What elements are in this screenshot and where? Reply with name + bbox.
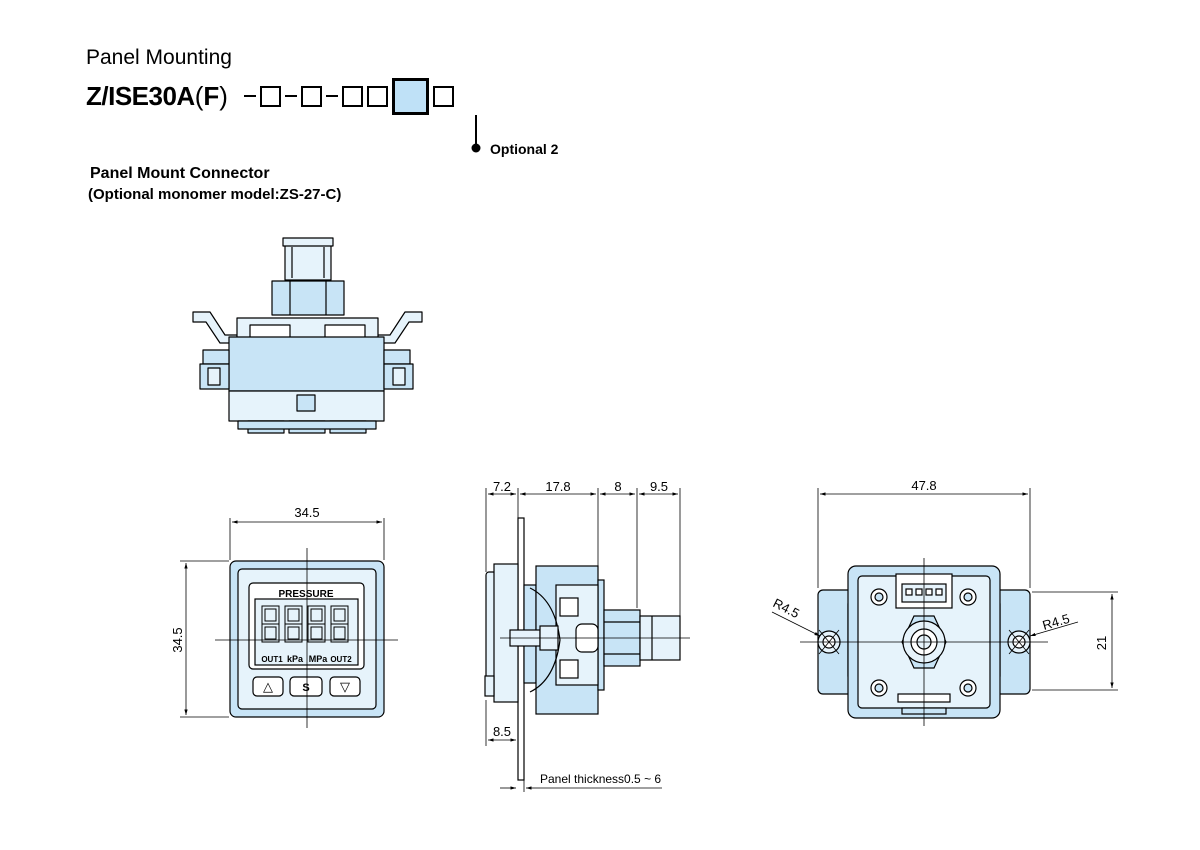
rear-centerlines bbox=[800, 558, 1048, 726]
optional-label: Optional 2 bbox=[490, 141, 559, 157]
set-button-label: S bbox=[302, 682, 309, 694]
model-option-box-6 bbox=[432, 85, 454, 107]
rear-dimension-lines bbox=[771, 488, 1118, 691]
side-dimension-lines bbox=[485, 488, 681, 792]
optional-callout bbox=[471, 115, 481, 153]
model-prefix: Z/ISE30A bbox=[86, 80, 195, 111]
up-button-icon: △ bbox=[263, 680, 273, 695]
panel-thickness-label: Panel thickness0.5 ~ 6 bbox=[540, 772, 661, 786]
front-centerlines bbox=[215, 548, 398, 728]
model-separator bbox=[325, 95, 338, 97]
side-dim-8-5: 8.5 bbox=[493, 724, 511, 739]
side-dim-7-2: 7.2 bbox=[493, 479, 511, 494]
side-dim-17-8: 17.8 bbox=[545, 479, 570, 494]
indicator-kpa: kPa bbox=[287, 654, 304, 664]
model-letter: F bbox=[203, 80, 220, 111]
top-view-drawing bbox=[192, 237, 423, 434]
model-separator bbox=[243, 95, 256, 97]
side-dim-9-5: 9.5 bbox=[650, 479, 668, 494]
indicator-out2: OUT2 bbox=[330, 655, 352, 664]
rear-radius-left: R4.5 bbox=[771, 595, 802, 621]
model-option-box-1 bbox=[259, 85, 281, 107]
model-option-box-2 bbox=[300, 85, 322, 107]
side-dim-8: 8 bbox=[614, 479, 621, 494]
rear-width-dim: 47.8 bbox=[911, 478, 936, 493]
model-option-box-4 bbox=[366, 85, 388, 107]
indicator-mpa: MPa bbox=[309, 654, 329, 664]
mount-type-title: Panel Mounting bbox=[86, 46, 232, 69]
rear-radius-right: R4.5 bbox=[1041, 611, 1072, 633]
model-option-box-3 bbox=[341, 85, 363, 107]
down-button-icon: ▽ bbox=[340, 680, 350, 695]
front-dimension-lines bbox=[180, 518, 385, 718]
indicator-out1: OUT1 bbox=[261, 655, 283, 664]
seven-segment-digits bbox=[261, 605, 349, 643]
rear-height-dim: 21 bbox=[1094, 636, 1109, 650]
model-separator bbox=[284, 95, 297, 97]
model-option-box-highlighted bbox=[391, 77, 429, 115]
section-title: Panel Mount Connector bbox=[90, 165, 270, 182]
side-view-drawing bbox=[484, 517, 681, 781]
model-code: Z/ISE30A ( F ) bbox=[86, 76, 454, 116]
front-height-dim: 34.5 bbox=[170, 627, 185, 652]
front-width-dim: 34.5 bbox=[294, 505, 319, 520]
model-paren-open: ( bbox=[194, 80, 204, 111]
display-caption: PRESSURE bbox=[278, 589, 333, 600]
section-subtitle: (Optional monomer model:ZS-27-C) bbox=[88, 186, 342, 203]
model-paren-close: ) bbox=[219, 80, 228, 111]
